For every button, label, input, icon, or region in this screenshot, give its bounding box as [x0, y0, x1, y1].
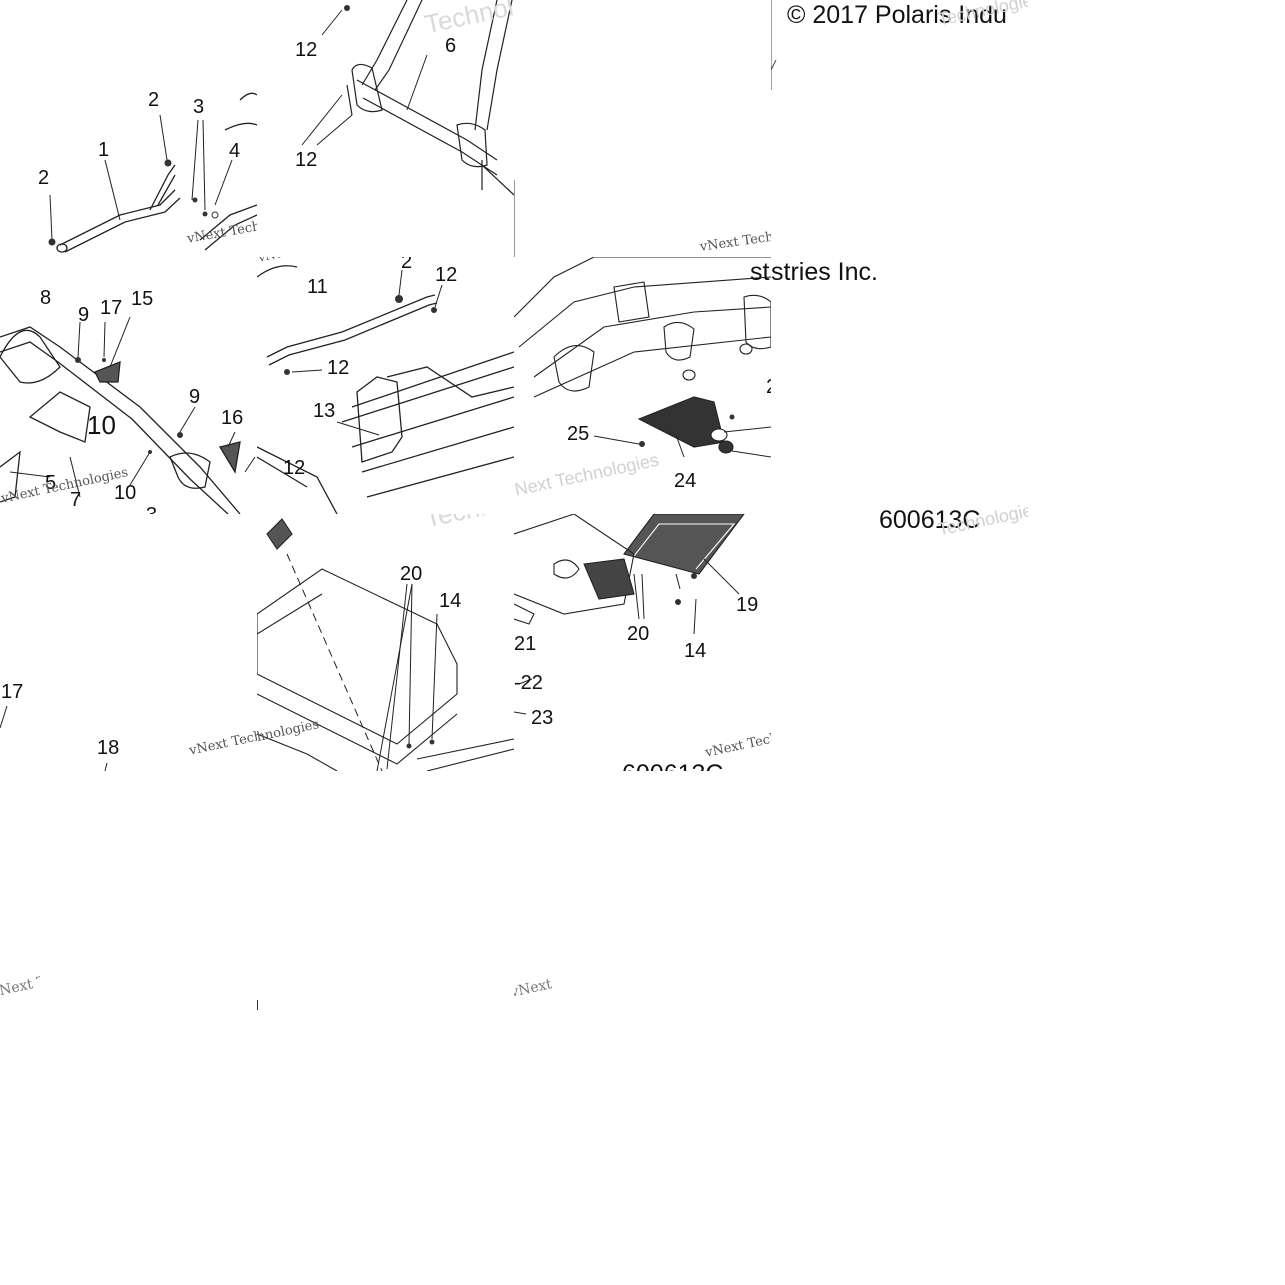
callout-21: 21 — [514, 633, 537, 655]
callout-10: 10 — [114, 482, 137, 504]
tile-copyright: © 2017 Polaris Indu Technologies — [771, 0, 1028, 257]
tile-floor-pan: 20 14 Technologies vNext Technologies — [257, 514, 514, 771]
callout-23: 23 — [531, 707, 554, 729]
callout-16: 16 — [221, 407, 244, 429]
callout-1: 1 — [98, 139, 110, 161]
floor-pan-drawing — [257, 518, 514, 771]
callout-12: 12 — [435, 264, 458, 286]
steering-bar-drawing — [0, 316, 256, 514]
callout-25: 25 — [567, 423, 590, 445]
callout-4: 4 — [229, 140, 241, 162]
tile-fragment-left: vNext Technologies — [0, 965, 40, 1035]
callout-12: 12 — [283, 457, 306, 479]
diagram-id: 600613C — [879, 506, 981, 534]
front-bumper-drawing — [48, 92, 257, 253]
callout-11: 11 — [307, 276, 328, 298]
callout-6: 6 — [445, 35, 457, 57]
diagram-id: 600613C — [622, 762, 723, 772]
callout-2: 2 — [766, 377, 771, 397]
tile-steering-bar: 8 9 17 15 9 16 10 5 7 10 3 vNext Technol… — [0, 257, 257, 514]
callout-8: 8 — [40, 287, 52, 309]
copyright-text: © 2017 Polaris Indu — [787, 1, 1007, 29]
chassis-top-drawing — [514, 180, 515, 257]
tile-front-bumper: 2 3 1 2 4 vNext Technologies — [0, 0, 257, 257]
callout-12: 12 — [327, 357, 350, 379]
tile-lower-left: 17 18 vNext Technologies — [0, 514, 257, 771]
copyright-text-continued: stries Inc. — [750, 258, 771, 286]
callout-3: 3 — [146, 505, 157, 514]
callout-18: 18 — [97, 737, 120, 759]
callout-24: 24 — [674, 470, 697, 492]
tile-frame-upper: 12 6 12 Technologies — [257, 0, 514, 257]
callout-2: 2 — [38, 167, 50, 189]
frame-upper-drawing — [301, 0, 514, 196]
tile-diagram-id: 600613C Technologies — [771, 500, 1028, 540]
tile-fragment-mid: vNext Technologies — [514, 965, 554, 1035]
callout-9: 9 — [189, 386, 201, 408]
callout-7: 7 — [70, 489, 82, 511]
callout-17: 17 — [100, 297, 123, 319]
chassis-mount-drawing — [514, 257, 771, 458]
tile-chassis-right: stries Inc. — [771, 257, 1028, 514]
callout-19: 19 — [736, 594, 759, 616]
callout-2: 2 — [148, 89, 160, 111]
callout-22: -22 — [514, 672, 543, 694]
watermark: vNext Technologies — [514, 965, 554, 1001]
callout-2: 2 — [401, 257, 413, 273]
callout-12: 12 — [295, 149, 318, 171]
callout-13: 13 — [313, 400, 336, 422]
copyright-text-continued: stries Inc. — [771, 258, 878, 286]
tile-skid-plate: 20 14 19 21 -22 23 600613C Technologies … — [514, 514, 771, 771]
callout-9: 9 — [78, 304, 90, 326]
cross-bar-drawing — [257, 265, 514, 514]
tile-chassis-mount: 25 24 2 stries Inc. vNext Technologies — [514, 257, 771, 514]
callout-12: 12 — [295, 39, 318, 61]
callout-14: 14 — [684, 640, 707, 662]
lower-left-drawing — [0, 705, 108, 771]
callout-14: 14 — [439, 590, 462, 612]
tile-cross-bar: 2 12 11 12 13 vNext Technologies — [257, 257, 514, 514]
skid-plate-drawing — [514, 514, 745, 715]
callout-15: 15 — [131, 288, 154, 310]
callout-20: 20 — [627, 623, 650, 645]
tile-chassis-top: vNext Technologies — [514, 0, 771, 257]
corner-fragment-drawing — [771, 0, 777, 90]
callout-3: 3 — [193, 96, 205, 118]
callout-20: 20 — [400, 563, 423, 585]
fragment-tick — [257, 1000, 258, 1010]
watermark: vNext Technologies — [0, 965, 40, 1001]
callout-5: 5 — [45, 472, 57, 494]
callout-17: 17 — [1, 681, 24, 703]
callout-10: 10 — [87, 410, 116, 440]
